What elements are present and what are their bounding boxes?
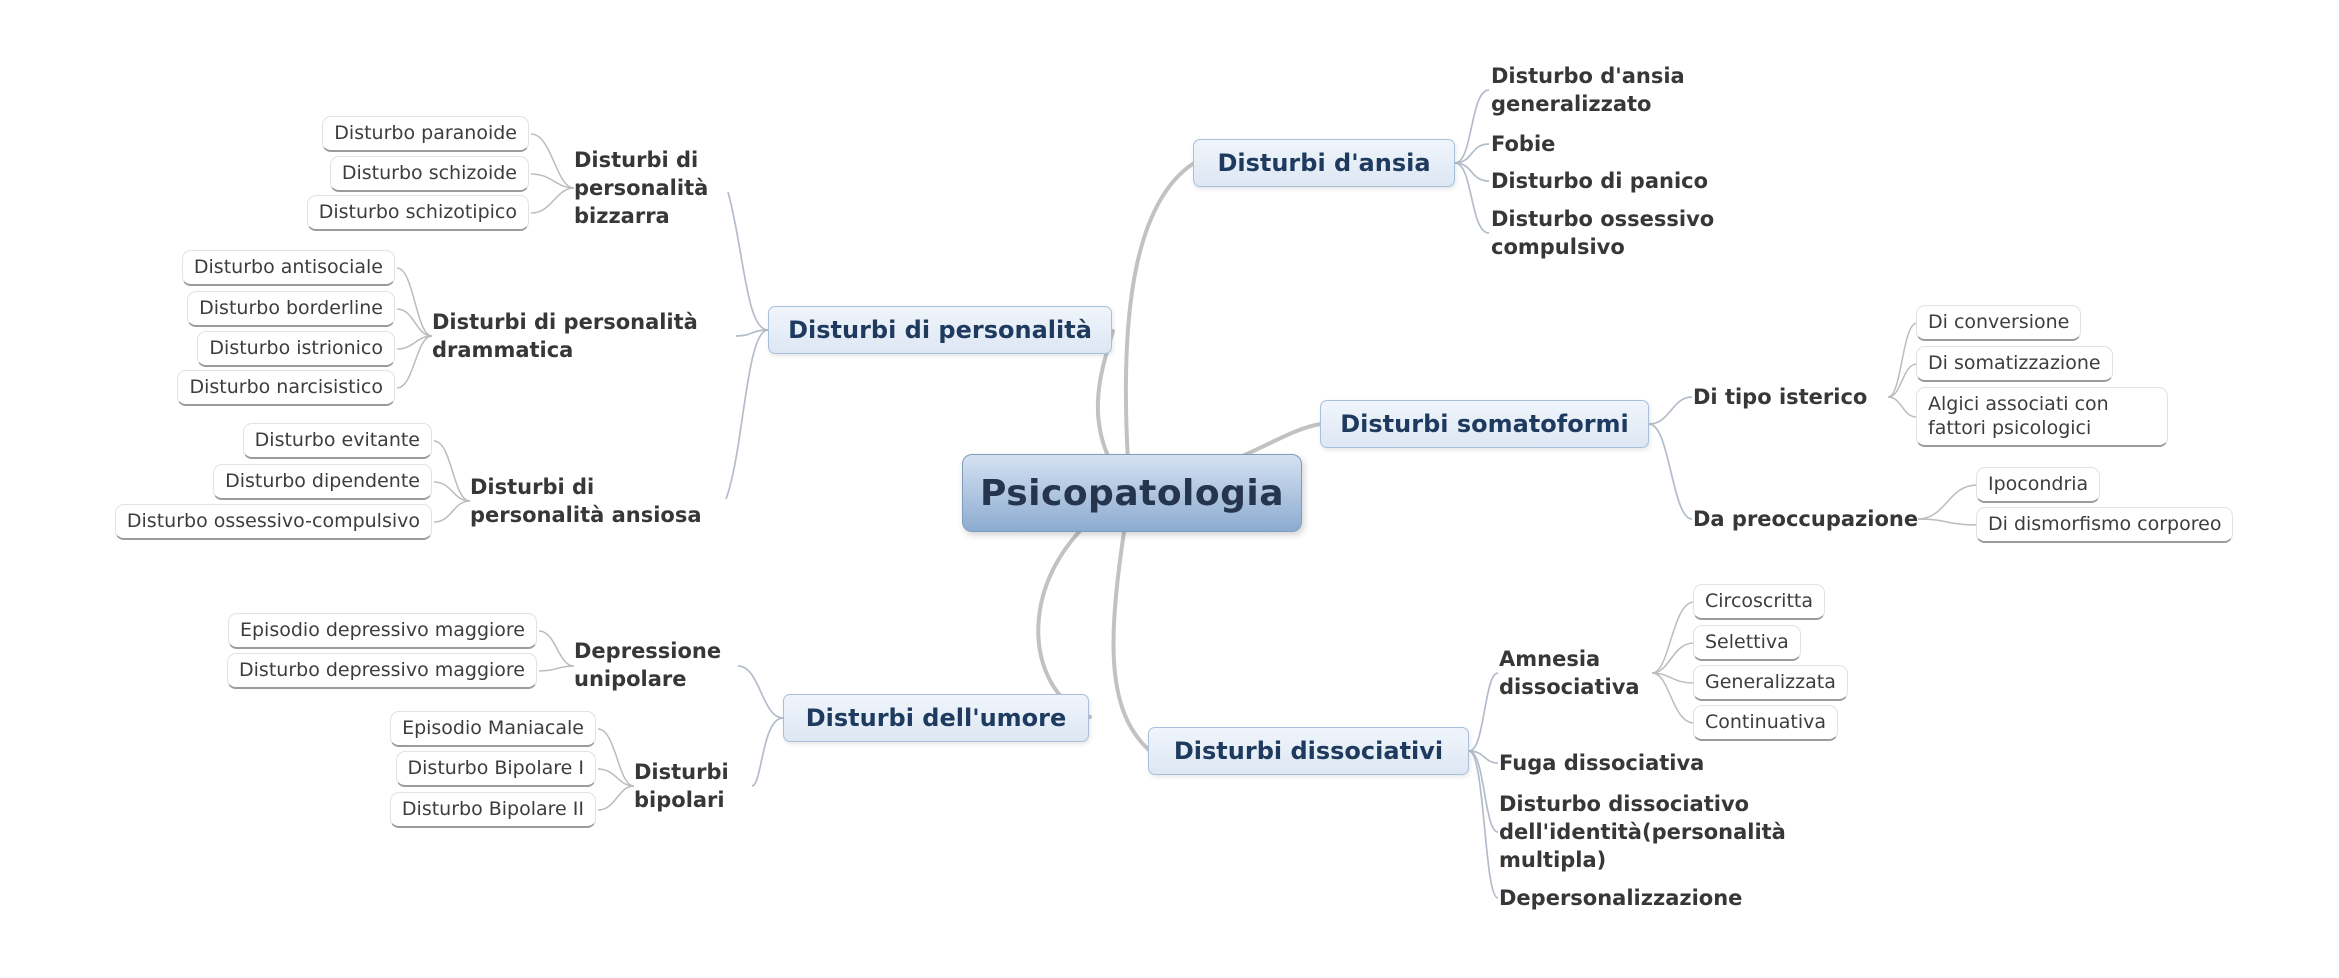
- subtopic-di-tipo-isterico[interactable]: Di tipo isterico: [1693, 385, 1868, 409]
- subtopic-disturbi-bipolari[interactable]: Disturbi bipolari: [634, 760, 729, 812]
- subtopic-depersonalizzazione[interactable]: Depersonalizzazione: [1499, 886, 1743, 910]
- leaf-disturbo-schizoide[interactable]: Disturbo schizoide: [329, 156, 529, 192]
- main-topic-disturbi-dellumore[interactable]: Disturbi dell'umore: [783, 694, 1089, 742]
- leaf-disturbo-bipolare-1[interactable]: Disturbo Bipolare I: [395, 751, 596, 787]
- leaf-continuativa[interactable]: Continuativa: [1693, 705, 1839, 741]
- subtopic-da-preoccupazione[interactable]: Da preoccupazione: [1693, 507, 1919, 531]
- main-topic-disturbi-dansia[interactable]: Disturbi d'ansia: [1193, 139, 1455, 187]
- main-topic-disturbi-dissociativi[interactable]: Disturbi dissociativi: [1148, 727, 1469, 775]
- subtopic-fobie[interactable]: Fobie: [1491, 132, 1556, 156]
- leaf-di-dismorfismo-corporeo[interactable]: Di dismorfismo corporeo: [1976, 507, 2234, 543]
- subtopic-personalita-ansiosa[interactable]: Disturbi di personalità ansiosa: [470, 475, 702, 527]
- main-topic-disturbi-somatoformi[interactable]: Disturbi somatoformi: [1320, 400, 1649, 448]
- leaf-disturbo-schizotipico[interactable]: Disturbo schizotipico: [306, 195, 529, 231]
- subtopic-disturbo-di-panico[interactable]: Disturbo di panico: [1491, 169, 1709, 193]
- subtopic-personalita-drammatica[interactable]: Disturbi di personalità drammatica: [432, 310, 698, 362]
- leaf-episodio-depressivo-maggiore[interactable]: Episodio depressivo maggiore: [227, 613, 537, 649]
- leaf-disturbo-bipolare-2[interactable]: Disturbo Bipolare II: [389, 792, 596, 828]
- leaf-algici-associati[interactable]: Algici associati con fattori psicologici: [1916, 387, 2168, 447]
- subtopic-depressione-unipolare[interactable]: Depressione unipolare: [574, 639, 722, 691]
- leaf-circoscritta[interactable]: Circoscritta: [1693, 584, 1825, 620]
- subtopic-disturbo-dissociativo-identita[interactable]: Disturbo dissociativo dell'identità(pers…: [1499, 792, 1786, 872]
- subtopic-fuga-dissociativa[interactable]: Fuga dissociativa: [1499, 751, 1705, 775]
- leaf-disturbo-paranoide[interactable]: Disturbo paranoide: [322, 116, 529, 152]
- subtopic-personalita-bizzarra[interactable]: Disturbi di personalità bizzarra: [574, 148, 709, 228]
- leaf-disturbo-narcisistico[interactable]: Disturbo narcisistico: [177, 370, 395, 406]
- leaf-disturbo-evitante[interactable]: Disturbo evitante: [242, 423, 432, 459]
- leaf-episodio-maniacale[interactable]: Episodio Maniacale: [390, 711, 596, 747]
- leaf-di-somatizzazione[interactable]: Di somatizzazione: [1916, 346, 2113, 382]
- leaf-ipocondria[interactable]: Ipocondria: [1976, 467, 2101, 503]
- leaf-di-conversione[interactable]: Di conversione: [1916, 305, 2082, 341]
- leaf-disturbo-istrionico[interactable]: Disturbo istrionico: [197, 331, 395, 367]
- leaf-disturbo-dipendente[interactable]: Disturbo dipendente: [213, 464, 432, 500]
- main-topic-disturbi-di-personalita[interactable]: Disturbi di personalità: [768, 306, 1112, 354]
- leaf-generalizzata[interactable]: Generalizzata: [1693, 665, 1848, 701]
- leaf-disturbo-depressivo-maggiore[interactable]: Disturbo depressivo maggiore: [227, 653, 537, 689]
- leaf-selettiva[interactable]: Selettiva: [1693, 625, 1801, 661]
- leaf-disturbo-antisociale[interactable]: Disturbo antisociale: [181, 250, 395, 286]
- subtopic-amnesia-dissociativa[interactable]: Amnesia dissociativa: [1499, 647, 1640, 699]
- leaf-disturbo-ossessivo-compulsivo[interactable]: Disturbo ossessivo-compulsivo: [114, 504, 432, 540]
- central-topic[interactable]: Psicopatologia: [962, 454, 1302, 532]
- leaf-disturbo-borderline[interactable]: Disturbo borderline: [187, 291, 395, 327]
- subtopic-disturbo-ossessivo-compulsivo[interactable]: Disturbo ossessivo compulsivo: [1491, 207, 1715, 259]
- subtopic-disturbo-dansia-generalizzato[interactable]: Disturbo d'ansia generalizzato: [1491, 64, 1685, 116]
